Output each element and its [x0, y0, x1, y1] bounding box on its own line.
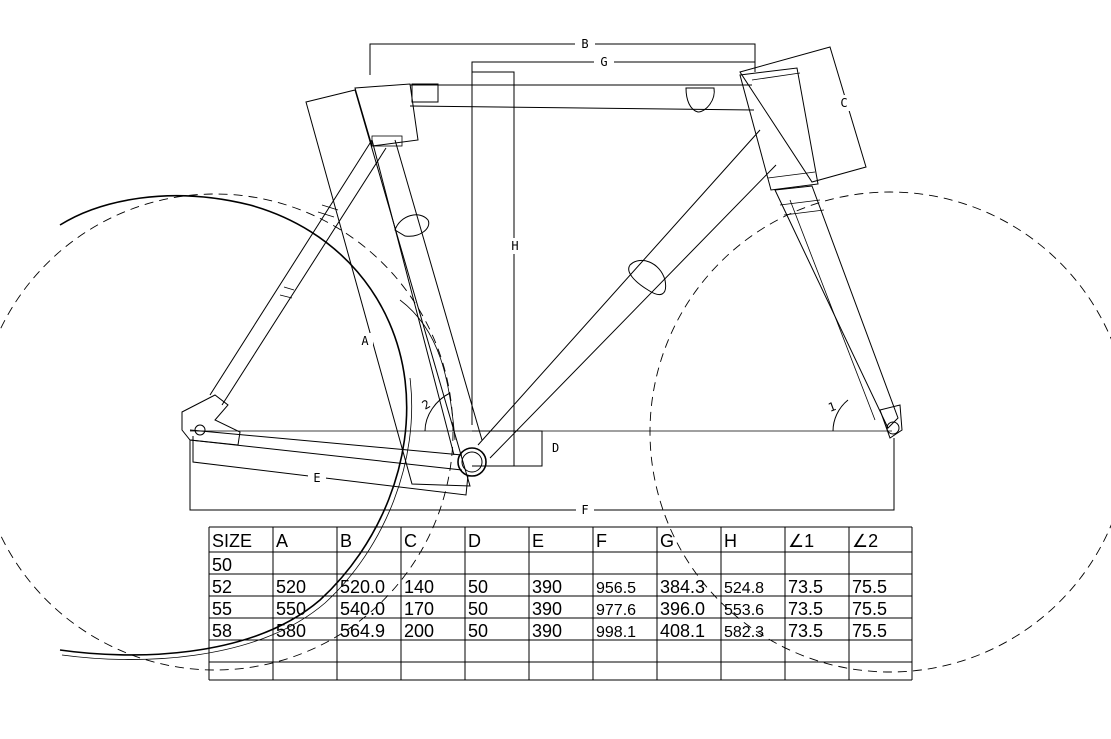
rear-wheel-circle [0, 193, 454, 671]
table-cell: 520.0 [340, 577, 385, 597]
table-cell: 390 [532, 577, 562, 597]
dim-B-line [369, 43, 756, 75]
table-header-cell: F [596, 531, 607, 551]
front-wheel [649, 191, 1111, 673]
table-cell: 140 [404, 577, 434, 597]
head-tube [739, 67, 819, 191]
table-header-cell: G [660, 531, 674, 551]
rear-tire-inner-arc [61, 377, 413, 660]
seat-stay-lower [221, 147, 387, 406]
seat-stay-upper [209, 139, 373, 396]
down-tube-cutout [628, 260, 667, 296]
table-cell: 977.6 [596, 602, 636, 619]
frame-tubes [181, 67, 903, 477]
rear-dropout [181, 394, 241, 446]
table-header-cell: A [276, 531, 288, 551]
front-wheel-circle [649, 191, 1111, 673]
table-header-cell: D [468, 531, 481, 551]
down-tube-bottom [489, 164, 777, 459]
table-cell: 540.0 [340, 599, 385, 619]
dim-D-label: D [552, 441, 559, 455]
table-header-cell: ∠1 [788, 531, 814, 551]
table-cell: 956.5 [596, 580, 636, 597]
seat-tube-right [394, 139, 483, 441]
table-cell: 408.1 [660, 621, 705, 641]
table-cell: 998.1 [596, 624, 636, 641]
fork-blade [774, 185, 899, 429]
dim-E-label: E [313, 471, 320, 485]
top-tube-cutout [685, 87, 715, 113]
table-cell: 73.5 [788, 599, 823, 619]
dim-A-box [305, 89, 471, 487]
table-cell: 390 [532, 599, 562, 619]
dim-A-label: A [361, 334, 369, 348]
table-cell: 384.3 [660, 577, 705, 597]
dim-E-line [192, 436, 469, 496]
table-header-cell: H [724, 531, 737, 551]
dim-C-box [739, 46, 867, 183]
dim-F-label: F [581, 503, 588, 517]
front-dropout [886, 421, 900, 435]
table-cell: 50 [468, 599, 488, 619]
dim-C-label: C [840, 96, 847, 110]
table-cell: 396.0 [660, 599, 705, 619]
table-cell: 390 [532, 621, 562, 641]
table-cell: 58 [212, 621, 232, 641]
chain-stay-upper [189, 429, 463, 456]
table-header-cell: C [404, 531, 417, 551]
table-cell: 553.6 [724, 602, 764, 619]
table-cell: 75.5 [852, 599, 887, 619]
angle-1-arc [832, 399, 849, 432]
angle-1-label: 1 [826, 399, 838, 415]
dim-H-line [472, 71, 515, 467]
angle-2-arc [424, 392, 451, 432]
table-cell: 75.5 [852, 577, 887, 597]
table-cell: 582.3 [724, 624, 764, 641]
dim-B-label: B [581, 37, 588, 51]
table-cell: 55 [212, 599, 232, 619]
top-tube-bottom [409, 105, 755, 111]
bottom-bracket [457, 447, 487, 477]
down-tube-top [477, 129, 761, 446]
table-cell: 73.5 [788, 621, 823, 641]
dim-G-label: G [600, 55, 607, 69]
table-cell: 550 [276, 599, 306, 619]
table-cell: 50 [468, 621, 488, 641]
seat-cluster [354, 83, 419, 147]
dimension-lines: B G H C A D E F 1 2 [189, 37, 895, 517]
table-header-cell: E [532, 531, 544, 551]
seat-tube-left [371, 139, 455, 456]
dim-H-label: H [511, 239, 518, 253]
table-header-cell: ∠2 [852, 531, 878, 551]
table-cell: 520 [276, 577, 306, 597]
seat-tube-cutout [394, 214, 430, 237]
table-cell: 73.5 [788, 577, 823, 597]
rear-wheel [0, 193, 454, 671]
table-cell: 170 [404, 599, 434, 619]
dim-D-line [472, 430, 543, 467]
table-cell: 580 [276, 621, 306, 641]
rear-tire-arc [59, 194, 408, 656]
dim-F-line [189, 438, 895, 511]
table-cell: 50 [468, 577, 488, 597]
table-cell: 200 [404, 621, 434, 641]
table-header-cell: B [340, 531, 352, 551]
table-cell: 564.9 [340, 621, 385, 641]
table-cell: 50 [212, 555, 232, 575]
table-header-cell: SIZE [212, 531, 252, 551]
dim-G-line [471, 61, 755, 425]
table-cell: 524.8 [724, 580, 764, 597]
table-cell: 52 [212, 577, 232, 597]
table-cell: 75.5 [852, 621, 887, 641]
